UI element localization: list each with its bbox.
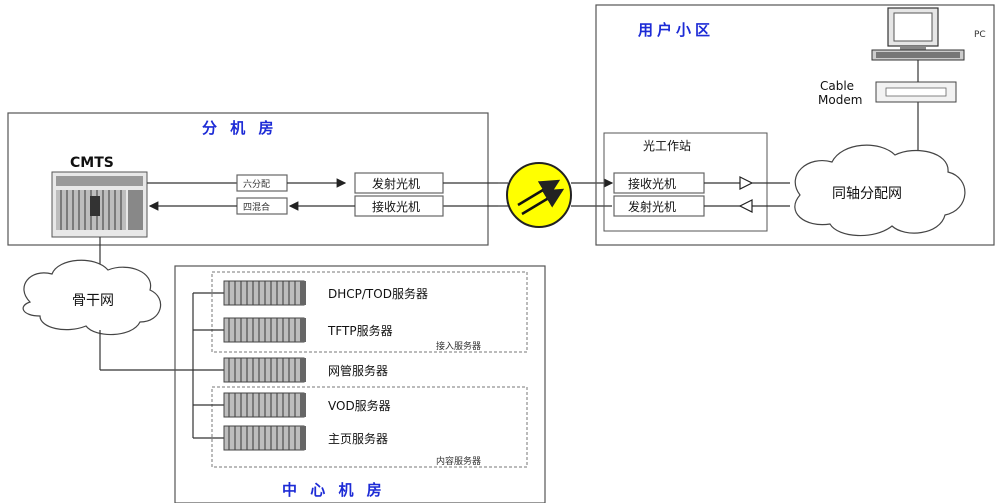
cable-modem-label-1: Cable <box>820 79 854 93</box>
cable-modem-label-2: Modem <box>818 93 862 107</box>
splitter-label: 六分配 <box>243 178 270 190</box>
nms-server-label: 网管服务器 <box>328 363 388 378</box>
fiber-link-icon <box>498 162 614 228</box>
amplifier-return-icon <box>738 199 753 213</box>
center-room-frame <box>174 265 546 503</box>
tftp-server-label: TFTP服务器 <box>327 323 393 338</box>
branch-room-title: 分 机 房 <box>202 119 277 137</box>
station-transmitter-label: 发射光机 <box>628 199 676 214</box>
content-group-label: 内容服务器 <box>436 455 481 467</box>
branch-room: 分 机 房 CMTS 六分配 发射光机 接收光机 四混合 <box>7 112 498 246</box>
backbone-label: 骨干网 <box>72 293 114 309</box>
coax-network-label: 同轴分配网 <box>832 186 902 202</box>
dhcp-server-label: DHCP/TOD服务器 <box>328 286 428 301</box>
optical-station-title: 光工作站 <box>643 139 691 153</box>
homepage-server-label: 主页服务器 <box>328 431 388 446</box>
homepage-server-icon <box>223 425 306 451</box>
user-area-title: 用户小区 <box>638 21 714 39</box>
cmts-device <box>51 171 148 238</box>
access-group-label: 接入服务器 <box>436 340 481 352</box>
pc-label: PC <box>974 30 986 40</box>
tftp-server-icon <box>223 317 306 343</box>
center-room-title: 中 心 机 房 <box>282 481 386 499</box>
nms-server-icon <box>223 357 306 383</box>
vod-server-icon <box>223 392 306 418</box>
access-server-group <box>211 271 528 353</box>
backbone-cloud: 骨干网 <box>22 259 162 336</box>
cable-modem-icon <box>875 81 957 103</box>
pc-icon <box>871 7 965 61</box>
branch-room-frame <box>7 112 489 246</box>
vod-server-label: VOD服务器 <box>328 398 391 413</box>
user-area: 用户小区 光工作站 接收光机 发射光机 同轴分配网 Cable Modem <box>595 4 995 246</box>
content-server-group <box>211 386 528 468</box>
optical-station-frame <box>603 132 768 232</box>
amplifier-forward-icon <box>739 176 754 190</box>
center-room: 中 心 机 房 接入服务器 内容服务器 DHCP/TOD服务器 TFTP服务器 … <box>174 265 546 503</box>
station-receiver-label: 接收光机 <box>628 176 676 191</box>
dhcp-server-icon <box>223 280 306 306</box>
coax-network-cloud: 同轴分配网 <box>794 144 966 237</box>
branch-receiver-label: 接收光机 <box>372 199 420 214</box>
cmts-label: CMTS <box>70 155 114 171</box>
branch-transmitter-label: 发射光机 <box>372 176 420 191</box>
user-area-frame <box>595 4 995 246</box>
combiner-label: 四混合 <box>243 201 270 213</box>
